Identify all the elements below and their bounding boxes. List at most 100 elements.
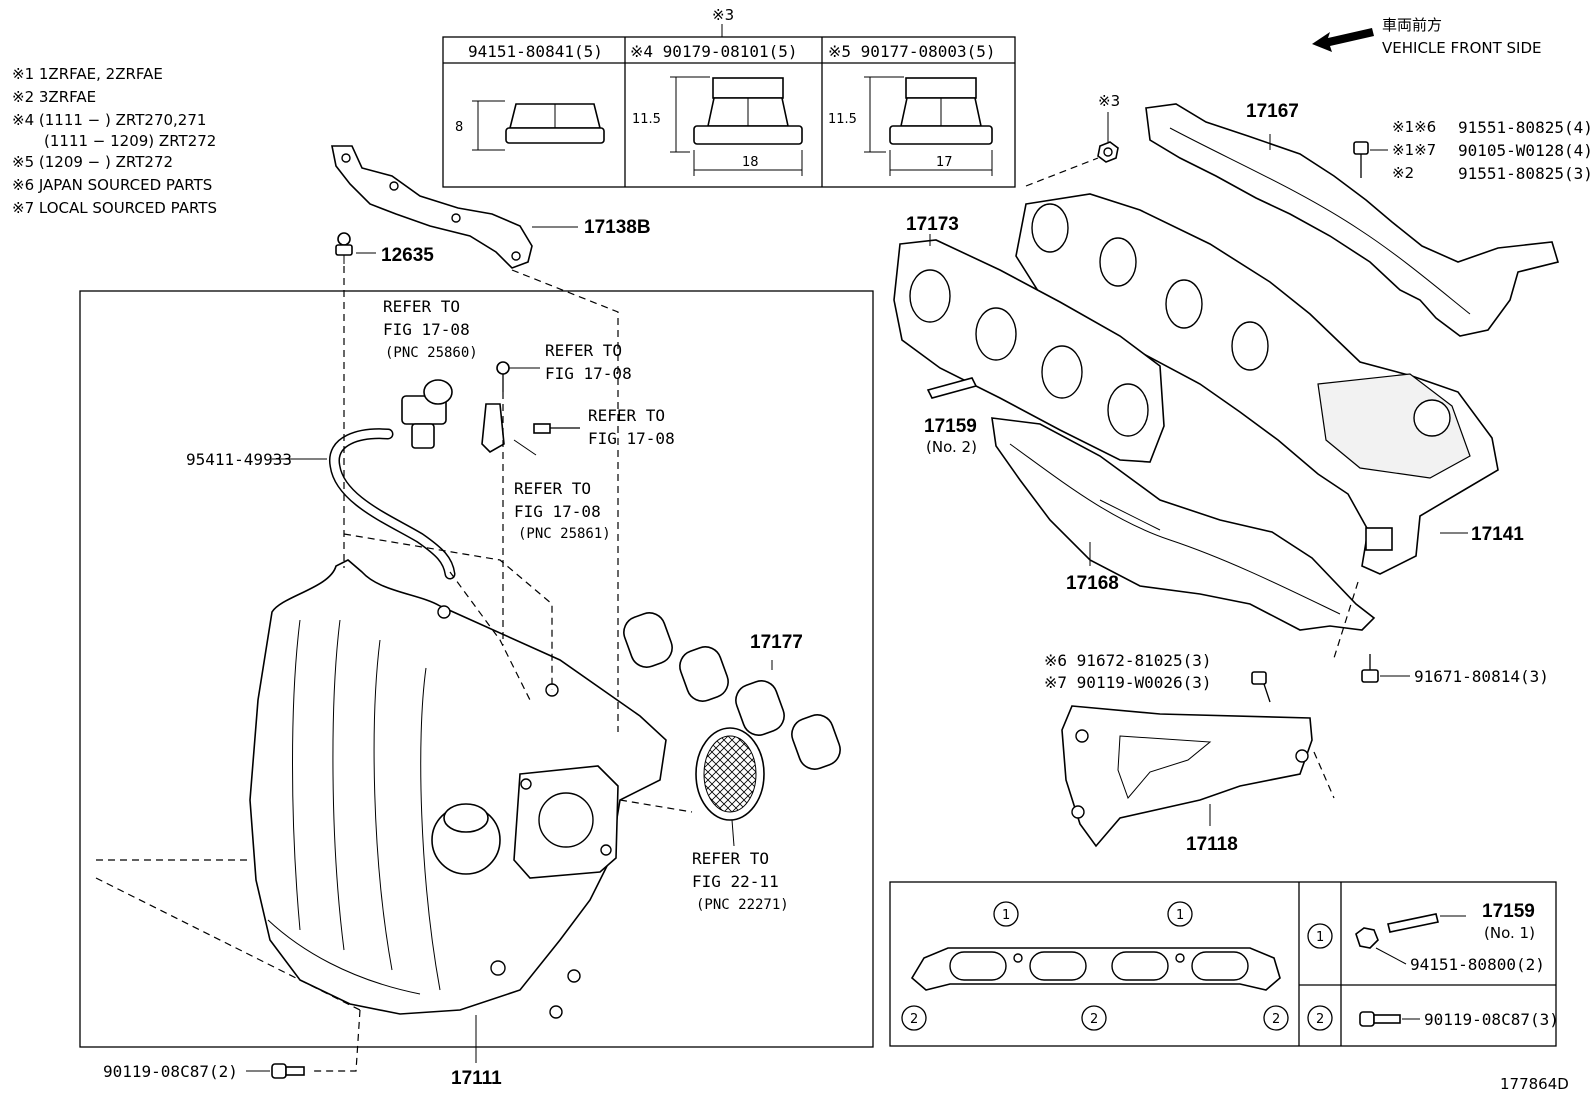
label-s7: ※7 90119-W0026(3) — [1044, 673, 1212, 692]
figure-id: 177864D — [1500, 1075, 1569, 1093]
label-17159-no2: (No. 2) — [926, 438, 977, 456]
label-12635: 12635 — [381, 245, 434, 266]
note-7: ※7 LOCAL SOURCED PARTS — [12, 199, 217, 217]
part-17167-heat-insulator: 17167 — [1145, 101, 1560, 337]
callout-1b: 1 — [1167, 901, 1193, 927]
label-17159-no1-sub: (No. 1) — [1484, 924, 1535, 942]
part-17141-exhaust-manifold: 17141 — [1015, 193, 1524, 575]
ref1-line1: REFER TO — [383, 297, 460, 316]
ref5-line3: (PNC 22271) — [696, 897, 789, 913]
label-17159: 17159 — [924, 416, 977, 437]
part-17111-intake-manifold: 17111 — [249, 559, 667, 1089]
part-90119-08c87-2: 90119-08C87(2) — [103, 1062, 305, 1081]
ref3-line2: FIG 17-08 — [588, 429, 675, 448]
svg-text:2: 2 — [1272, 1012, 1280, 1027]
svg-text:2: 2 — [910, 1012, 918, 1027]
ref4-line2: FIG 17-08 — [514, 502, 601, 521]
nut-90179-08101: 11.5 18 — [632, 76, 803, 176]
nut-table: ※3 94151-80841(5) ※4 90179-08101(5) ※5 9… — [442, 6, 1016, 188]
label-m3: ※3 — [1098, 92, 1120, 110]
ref4-line3: (PNC 25861) — [518, 526, 611, 542]
nut-col3-header: ※5 90177-08003(5) — [828, 42, 996, 61]
part-12635: 12635 — [335, 232, 434, 266]
svg-text:1: 1 — [1316, 930, 1324, 945]
label-17168: 17168 — [1066, 573, 1119, 594]
nut-90177-08003: 11.5 17 — [828, 76, 993, 176]
label-17167: 17167 — [1246, 101, 1299, 122]
ref5-line1: REFER TO — [692, 849, 769, 868]
detail-table: 1 1 2 2 2 1 2 17159 (No. 1) — [889, 881, 1559, 1047]
ref1-line2: FIG 17-08 — [383, 320, 470, 339]
svg-text:1: 1 — [1002, 908, 1010, 923]
note-4b: (1111 − 1209) ZRT272 — [44, 132, 216, 150]
part-17177-gasket: 17177 — [623, 612, 841, 770]
label-17159-no1: 17159 — [1482, 901, 1535, 922]
ref3-line1: REFER TO — [588, 406, 665, 425]
note-5: ※5 (1209 − ) ZRT272 — [12, 153, 173, 171]
label-17138b: 17138B — [584, 217, 651, 238]
note-1: ※1 1ZRFAE, 2ZRFAE — [12, 65, 163, 83]
label-94151-80800: 94151-80800(2) — [1410, 955, 1545, 974]
callout-1a: 1 — [993, 901, 1019, 927]
insulator-bolts: ※1※6 91551-80825(4) ※1※7 90105-W0128(4) … — [1353, 118, 1592, 183]
dashed-leaders-left — [95, 266, 693, 1072]
label-95411-49933: 95411-49933 — [186, 450, 292, 469]
callout-1-row: 1 — [1307, 923, 1333, 949]
callout-2c: 2 — [1263, 1005, 1289, 1031]
note-4a: ※4 (1111 − ) ZRT270,271 — [12, 111, 206, 129]
vacuum-switching-valve — [401, 361, 580, 456]
nut-col1-height: 8 — [455, 120, 463, 135]
dashed-leaders-right — [1025, 157, 1359, 799]
note-2: ※2 3ZRFAE — [12, 88, 96, 106]
label-17141: 17141 — [1471, 524, 1524, 545]
callout-2a: 2 — [901, 1005, 927, 1031]
label-90119-08c87-3: 90119-08C87(3) — [1424, 1010, 1559, 1029]
nut-94151-80841: 8 — [455, 100, 605, 151]
label-17173: 17173 — [906, 214, 959, 235]
ref4-line1: REFER TO — [514, 479, 591, 498]
nut-col3-height: 11.5 — [828, 112, 857, 127]
ref2-line1: REFER TO — [545, 341, 622, 360]
note-6: ※6 JAPAN SOURCED PARTS — [12, 176, 212, 194]
front-label-en: VEHICLE FRONT SIDE — [1382, 39, 1542, 57]
label-b2: 90105-W0128(4) — [1458, 141, 1592, 160]
part-91671-80814: 91671-80814(3) — [1361, 654, 1549, 686]
ref1-line3: (PNC 25860) — [385, 345, 478, 361]
part-17168-heat-insulator: 17168 — [991, 417, 1376, 631]
part-17118-bracket: ※6 91672-81025(3) ※7 90119-W0026(3) 1711… — [1044, 651, 1313, 855]
label-17177: 17177 — [750, 632, 803, 653]
throttle-gasket — [695, 727, 765, 847]
label-90119-08c87-2: 90119-08C87(2) — [103, 1062, 238, 1081]
part-17173-gasket: 17173 — [893, 214, 1165, 463]
front-label-jp: 車両前方 — [1382, 16, 1442, 34]
ref5-line2: FIG 22-11 — [692, 872, 779, 891]
nut-table-marker: ※3 — [712, 6, 734, 24]
label-b1: 91551-80825(4) — [1458, 118, 1592, 137]
front-arrow-icon — [1312, 28, 1374, 52]
label-b2-prefix: ※1※7 — [1392, 141, 1436, 159]
ref2-line2: FIG 17-08 — [545, 364, 632, 383]
vehicle-front-indicator: 車両前方 VEHICLE FRONT SIDE — [1312, 16, 1542, 57]
callout-2b: 2 — [1081, 1005, 1107, 1031]
nut-marker-3: ※3 — [1097, 92, 1120, 163]
part-17159-no2: 17159 (No. 2) — [924, 377, 978, 456]
label-b3-prefix: ※2 — [1392, 164, 1414, 182]
refer-labels-left: REFER TO FIG 17-08 (PNC 25860) REFER TO … — [383, 297, 789, 913]
label-17111: 17111 — [451, 1068, 502, 1089]
part-17138b: 17138B — [331, 145, 651, 269]
nut-col1-header: 94151-80841(5) — [468, 42, 603, 61]
part-95411-49933: 95411-49933 — [186, 428, 456, 580]
label-17118: 17118 — [1186, 834, 1238, 855]
nut-col2-height: 11.5 — [632, 112, 661, 127]
svg-text:2: 2 — [1316, 1012, 1324, 1027]
nut-col3-width: 17 — [936, 155, 953, 170]
svg-text:2: 2 — [1090, 1012, 1098, 1027]
label-b3: 91551-80825(3) — [1458, 164, 1592, 183]
nut-col2-width: 18 — [742, 155, 759, 170]
svg-text:1: 1 — [1176, 908, 1184, 923]
label-b1-prefix: ※1※6 — [1392, 118, 1436, 136]
notes-block: ※1 1ZRFAE, 2ZRFAE ※2 3ZRFAE ※4 (1111 − )… — [12, 65, 217, 217]
label-s6: ※6 91672-81025(3) — [1044, 651, 1212, 670]
